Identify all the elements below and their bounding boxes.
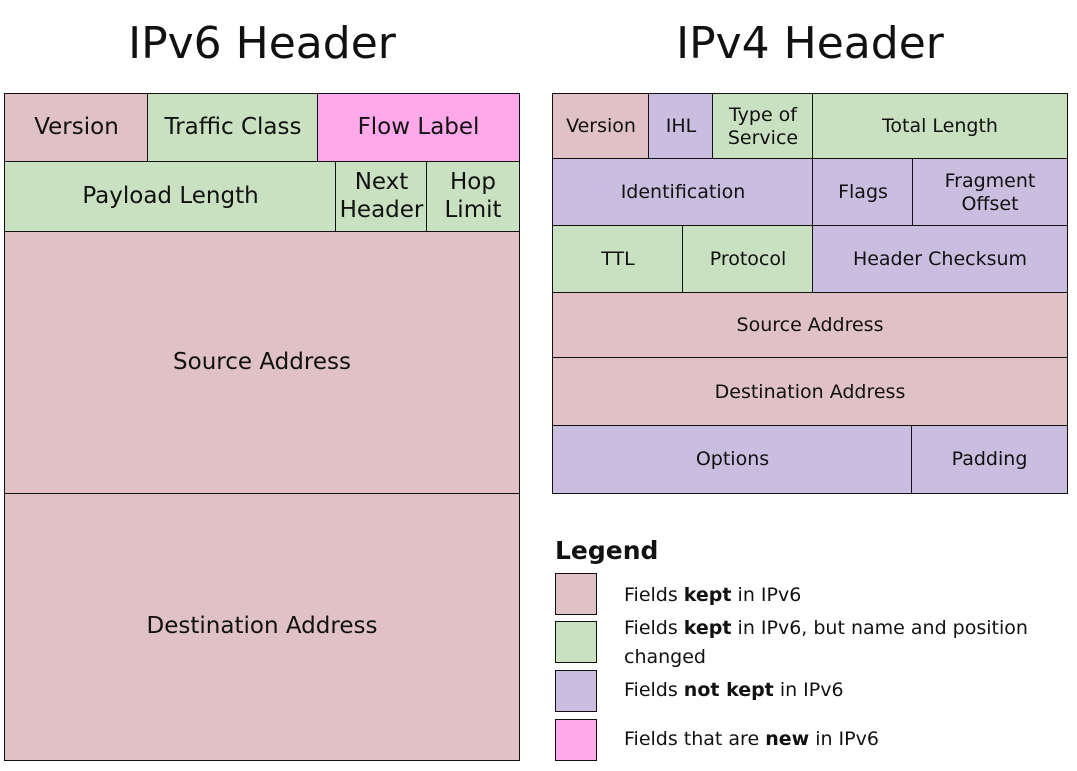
legend-title: Legend (555, 536, 659, 565)
ipv6-traffic-class-field: Traffic Class (147, 93, 319, 163)
ipv6-destination-address-field: Destination Address (4, 493, 520, 761)
ipv4-destination-address-field: Destination Address (552, 357, 1068, 427)
ipv4-header-checksum-field: Header Checksum (812, 225, 1068, 294)
ipv6-flow-label-field: Flow Label (317, 93, 520, 163)
ipv4-total-length-field: Total Length (812, 93, 1068, 160)
ipv6-payload-length-field: Payload Length (4, 161, 337, 233)
ipv4-version-field: Version (552, 93, 650, 160)
legend-swatch-new (555, 719, 597, 761)
ipv6-hop-limit-field: Hop Limit (426, 161, 520, 233)
ipv4-flags-field: Flags (812, 158, 914, 227)
ipv6-header-diagram: Version Traffic Class Flow Label Payload… (4, 93, 520, 761)
legend-text-new: Fields that are new in IPv6 (624, 728, 879, 750)
legend-item-kept-changed: Fields kept in IPv6, but name and positi… (555, 617, 1070, 668)
legend-swatch-kept (555, 573, 597, 615)
legend-swatch-kept-changed (555, 621, 597, 663)
ipv4-ihl-field: IHL (648, 93, 714, 160)
ipv4-identification-field: Identification (552, 158, 814, 227)
ipv4-type-of-service-field: Type of Service (712, 93, 814, 160)
legend-item-new: Fields that are new in IPv6 (555, 719, 1070, 765)
legend-text-kept-changed: Fields kept in IPv6, but name and positi… (624, 617, 1028, 668)
ipv6-source-address-field: Source Address (4, 231, 520, 495)
ipv4-fragment-offset-field: Fragment Offset (912, 158, 1068, 227)
legend-text-not-kept: Fields not kept in IPv6 (624, 679, 844, 701)
ipv4-source-address-field: Source Address (552, 292, 1068, 359)
ipv4-header-diagram: Version IHL Type of Service Total Length… (552, 93, 1068, 494)
ipv6-next-header-field: Next Header (335, 161, 428, 233)
ipv4-protocol-field: Protocol (682, 225, 814, 294)
ipv4-options-field: Options (552, 425, 913, 494)
legend-item-not-kept: Fields not kept in IPv6 (555, 670, 1070, 716)
legend-text-kept: Fields kept in IPv6 (624, 584, 802, 606)
ipv6-version-field: Version (4, 93, 149, 163)
ipv6-title: IPv6 Header (128, 18, 396, 69)
ipv4-padding-field: Padding (911, 425, 1068, 494)
ipv4-ttl-field: TTL (552, 225, 684, 294)
legend-swatch-not-kept (555, 670, 597, 712)
ipv4-title: IPv4 Header (676, 18, 944, 69)
legend-item-kept: Fields kept in IPv6 (555, 573, 1070, 619)
